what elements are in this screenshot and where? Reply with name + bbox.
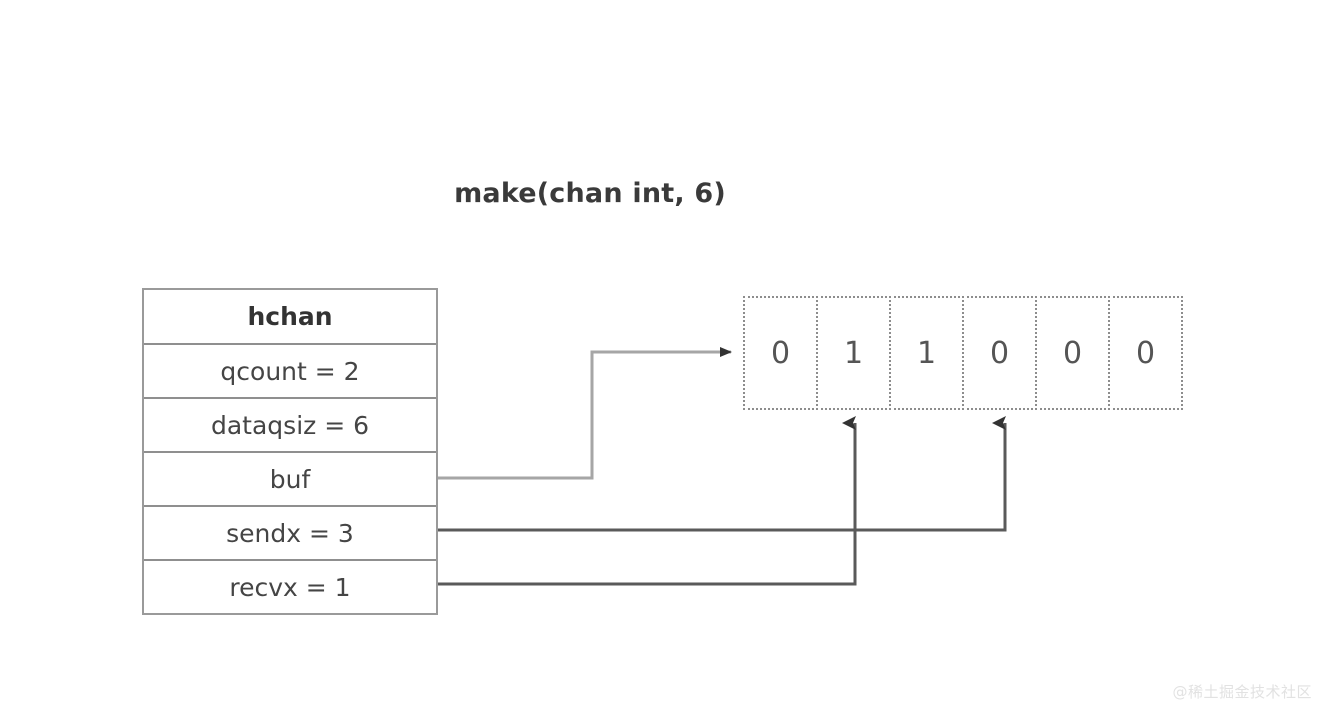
buffer-cell-4: 0	[1035, 296, 1110, 410]
hchan-struct-box: hchan qcount = 2 dataqsiz = 6 buf sendx …	[142, 288, 438, 615]
buffer-cell-0: 0	[743, 296, 818, 410]
hchan-row-recvx: recvx = 1	[144, 559, 436, 613]
buffer-cell-3: 0	[962, 296, 1037, 410]
hchan-row-buf: buf	[144, 451, 436, 505]
hchan-row-header: hchan	[247, 302, 333, 331]
diagram-title: make(chan int, 6)	[454, 178, 726, 209]
buffer-cell-2: 1	[889, 296, 964, 410]
channel-buffer: 0 1 1 0 0 0	[743, 296, 1183, 410]
buffer-cell-5: 0	[1108, 296, 1183, 410]
recvx-pointer-line	[438, 416, 857, 586]
buffer-cell-1: 1	[816, 296, 891, 410]
watermark: @稀土掘金技术社区	[1172, 683, 1312, 701]
hchan-row-sendx: sendx = 3	[144, 505, 436, 559]
hchan-row-dataqsiz: dataqsiz = 6	[144, 397, 436, 451]
sendx-pointer-line	[438, 416, 1007, 532]
buf-pointer-line	[438, 347, 732, 480]
hchan-row-qcount: qcount = 2	[144, 343, 436, 397]
